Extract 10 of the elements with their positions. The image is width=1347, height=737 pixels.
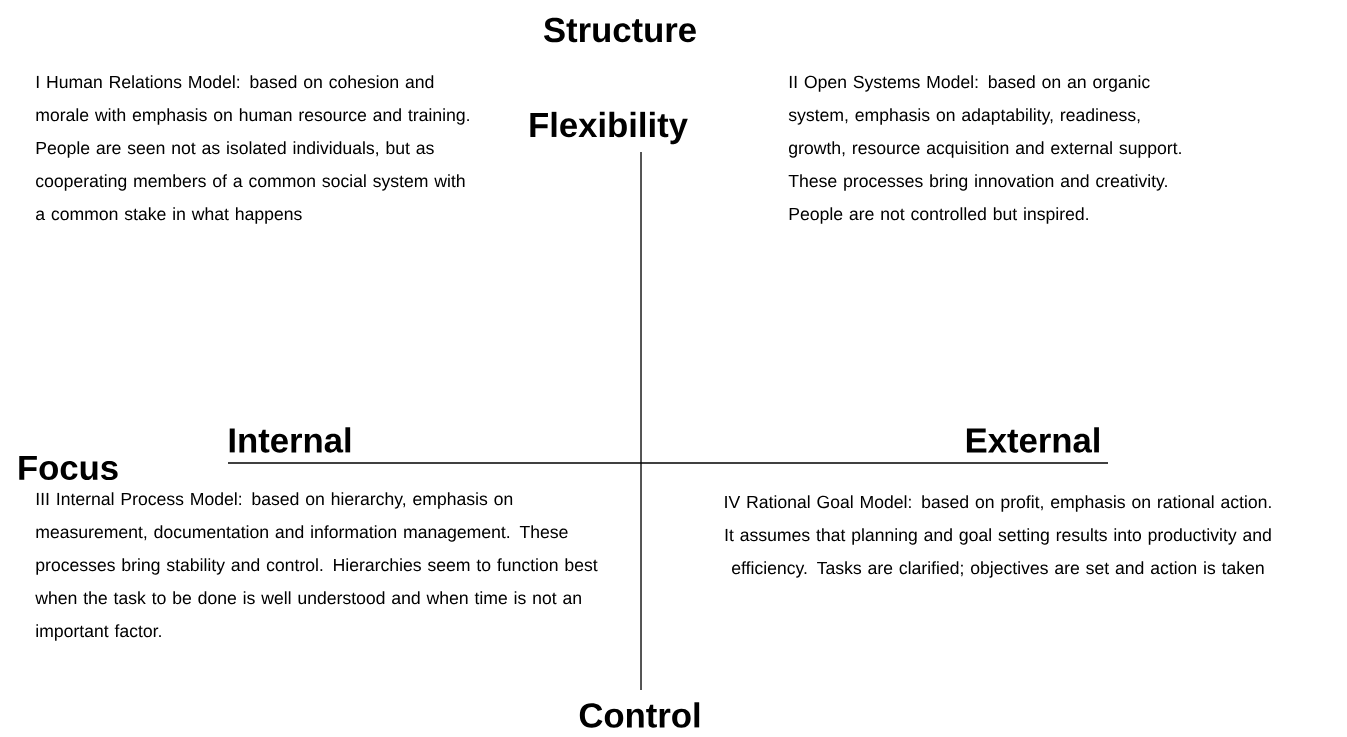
axis-label: Structure: [543, 17, 696, 43]
axis-label: Internal: [229, 427, 351, 453]
axis-label: Control: [579, 702, 700, 728]
quadrant-description: IV Rational Goal Model: based on profit, emphasis on rational action. It assumes that planning and goal setting results into productivity and efficiency. Tasks are clarified; objectives are set and action is taken: [725, 495, 1271, 578]
quadrant-description: III Internal Process Model: based on hierarchy, emphasis on measurement, documentation and information management. These processes bring stability and control. Hierarchies seem to function best when the task to be done is well understood and when time is not an important factor.: [35, 492, 598, 641]
quadrant-description: I Human Relations Model: based on cohesion and morale with emphasis on human resource and training. People are seen not as isolated individuals, but as cooperating members of a common social system with a common stake in what happens: [36, 75, 469, 224]
axis-label: External: [966, 427, 1099, 453]
axis-label: Focus: [19, 455, 118, 481]
axis-label: Flexibility: [530, 111, 688, 145]
quadrant-description: II Open Systems Model: based on an organic system, emphasis on adaptability, readiness, growth, resource acquisition and external support. These processes bring innovation and creativity. People are not controlled but inspired.: [788, 75, 1181, 224]
